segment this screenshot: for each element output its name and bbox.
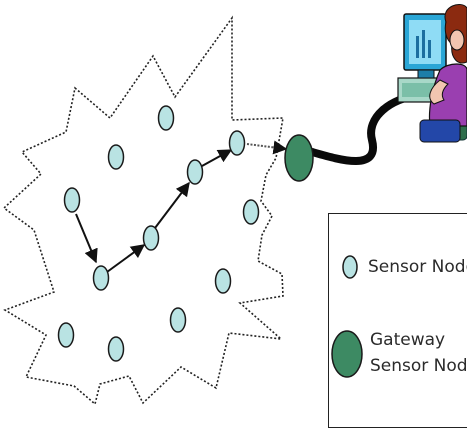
legend-sensor-label: Sensor Node <box>368 257 467 277</box>
legend-gateway-label-line1: Gateway <box>370 330 446 350</box>
sensor-node <box>242 199 260 225</box>
sensor-node <box>63 187 81 213</box>
legend-symbols <box>331 255 363 378</box>
legend-sensor-symbol <box>342 255 358 279</box>
sensor-node <box>57 322 75 348</box>
route-arrow-3 <box>154 181 190 229</box>
wsn-diagram <box>2 4 467 406</box>
route-arrow-2 <box>106 244 146 273</box>
gateway-cable <box>308 91 424 165</box>
sensor-node <box>186 159 204 185</box>
legend-gateway-label-line2: Sensor Node <box>370 356 467 376</box>
route-arrow-5 <box>246 140 288 155</box>
sensor-node <box>214 268 232 294</box>
sensor-node <box>169 307 187 333</box>
sensor-nodes <box>57 105 260 362</box>
gateway-node <box>284 134 314 182</box>
computer-user-icon <box>397 4 467 143</box>
legend-gateway-symbol <box>331 330 363 378</box>
sensor-node <box>228 130 246 156</box>
route-arrow-4 <box>201 149 233 167</box>
sensor-node <box>92 265 110 291</box>
sensor-node <box>107 336 125 362</box>
route-arrow-1 <box>75 213 98 264</box>
sensor-node <box>157 105 175 131</box>
sensor-node <box>142 225 160 251</box>
sensor-field-boundary <box>2 15 284 406</box>
legend-box <box>328 213 467 428</box>
sensor-node <box>107 144 125 170</box>
